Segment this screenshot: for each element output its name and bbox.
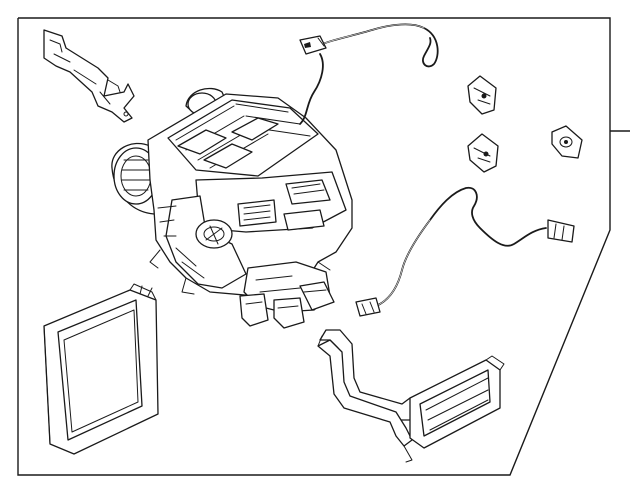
clip-right (551, 125, 583, 159)
wiring-harness-upper (299, 23, 439, 125)
mounting-bracket (43, 29, 135, 123)
clip-middle (467, 133, 499, 173)
evaporator-core (43, 283, 159, 455)
wiring-harness-lower (355, 186, 575, 317)
heater-core (317, 329, 505, 463)
hvac-unit-assembly (111, 87, 353, 329)
clip-upper (467, 75, 497, 115)
